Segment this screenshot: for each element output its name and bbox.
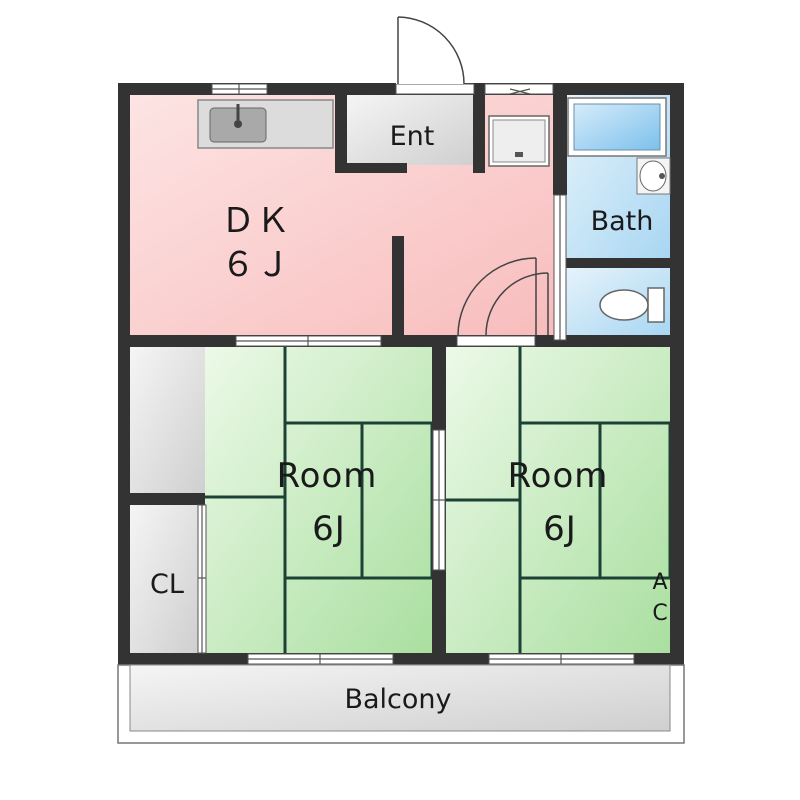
room-right-name-label: Room <box>508 456 609 496</box>
entrance-floor <box>345 95 475 165</box>
washer-pan <box>488 115 550 167</box>
closet-label: CL <box>150 569 184 600</box>
ac-label-a: A <box>652 570 667 595</box>
bathtub <box>567 97 667 157</box>
balcony-label: Balcony <box>344 684 451 715</box>
balcony <box>117 664 685 744</box>
room-right-size-label: 6J <box>543 509 577 549</box>
dk-size-label: ６Ｊ <box>221 245 291 285</box>
entrance-label: Ent <box>390 121 435 152</box>
room-left-name-label: Room <box>277 456 378 496</box>
room-left-floor <box>205 347 432 653</box>
storage-floor <box>130 347 205 495</box>
bath-basin <box>636 157 671 195</box>
window-ticks <box>198 84 634 664</box>
room-left-size-label: 6J <box>312 509 346 549</box>
kitchen-sink <box>197 99 334 149</box>
entrance-door <box>396 14 465 85</box>
dk-name-label: ＤＫ <box>221 201 291 241</box>
bath-label: Bath <box>591 206 654 237</box>
closet-floor <box>130 505 198 653</box>
ac-label-c: C <box>652 601 667 626</box>
toilet <box>599 287 665 323</box>
hall-door-swings <box>457 257 549 336</box>
